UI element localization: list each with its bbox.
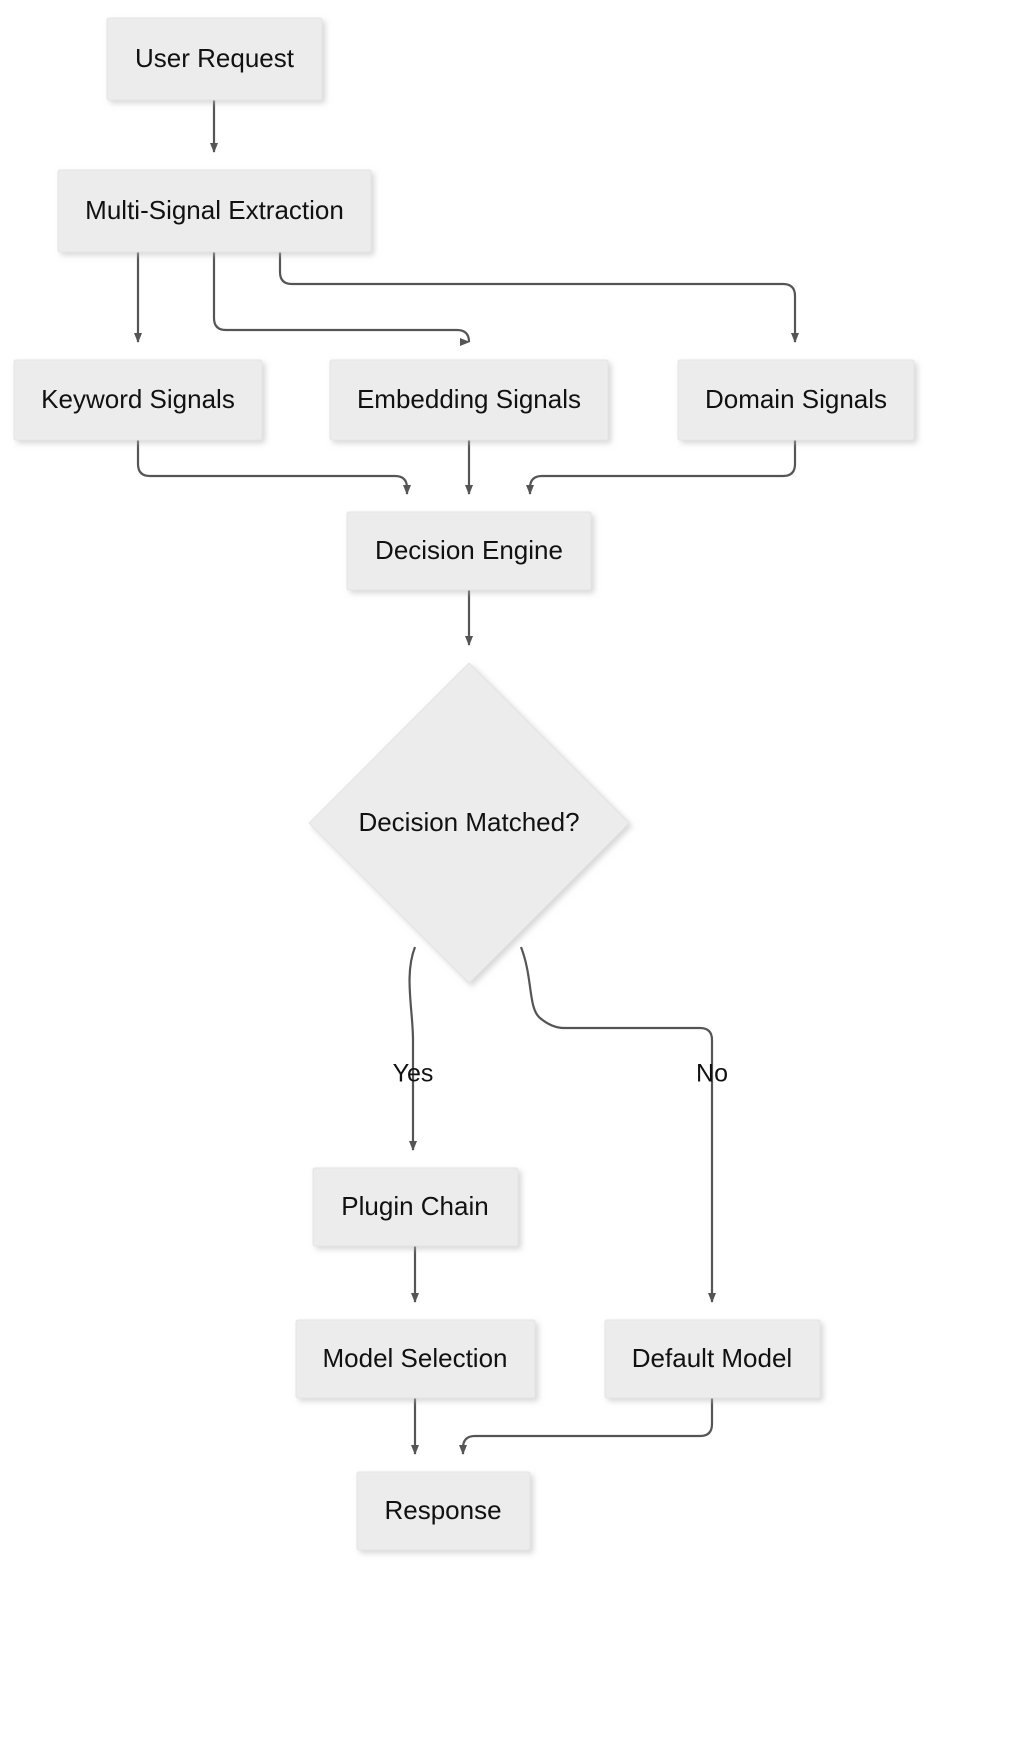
node-embedding-signals[interactable]: Embedding Signals: [329, 359, 609, 441]
edge-label-layer: Yes No: [393, 1060, 728, 1088]
node-model-selection[interactable]: Model Selection: [295, 1319, 536, 1399]
node-domain-signals-shape[interactable]: [677, 359, 915, 441]
node-decision-matched-shape[interactable]: [308, 662, 630, 984]
node-domain-signals[interactable]: Domain Signals: [677, 359, 915, 441]
node-model-selection-shape[interactable]: [295, 1319, 536, 1399]
node-decision-engine[interactable]: Decision Engine: [346, 511, 592, 591]
node-decision-matched[interactable]: Decision Matched?: [308, 662, 630, 984]
edge-label-yes: Yes: [393, 1060, 434, 1088]
node-embedding-signals-shape[interactable]: [329, 359, 609, 441]
node-multi-signal-extraction[interactable]: Multi-Signal Extraction: [57, 169, 372, 253]
node-decision-engine-shape[interactable]: [346, 511, 592, 591]
node-plugin-chain[interactable]: Plugin Chain: [312, 1167, 519, 1247]
edge-domain-signals-to-decision-engine: [526, 440, 797, 495]
node-user-request[interactable]: User Request: [106, 17, 323, 101]
edge-default-model-to-response: [459, 1398, 714, 1455]
edge-layer: [134, 100, 799, 1455]
edge-keyword-signals-to-decision-engine: [136, 440, 411, 495]
node-layer: User Request Multi-Signal Extraction Key…: [13, 17, 915, 1551]
edge-multi-signal-to-embedding-signals: [212, 252, 473, 343]
node-keyword-signals-shape[interactable]: [13, 359, 263, 441]
node-plugin-chain-shape[interactable]: [312, 1167, 519, 1247]
node-response[interactable]: Response: [356, 1471, 531, 1551]
node-multi-signal-extraction-shape[interactable]: [57, 169, 372, 253]
edge-multi-signal-to-domain-signals: [278, 252, 799, 343]
edge-decision-matched-to-default-model: [519, 946, 716, 1303]
node-response-shape[interactable]: [356, 1471, 531, 1551]
edge-label-no: No: [696, 1060, 728, 1088]
node-user-request-shape[interactable]: [106, 17, 323, 101]
node-default-model-shape[interactable]: [604, 1319, 821, 1399]
node-keyword-signals[interactable]: Keyword Signals: [13, 359, 263, 441]
edge-decision-matched-to-plugin-chain: [408, 946, 417, 1151]
node-default-model[interactable]: Default Model: [604, 1319, 821, 1399]
